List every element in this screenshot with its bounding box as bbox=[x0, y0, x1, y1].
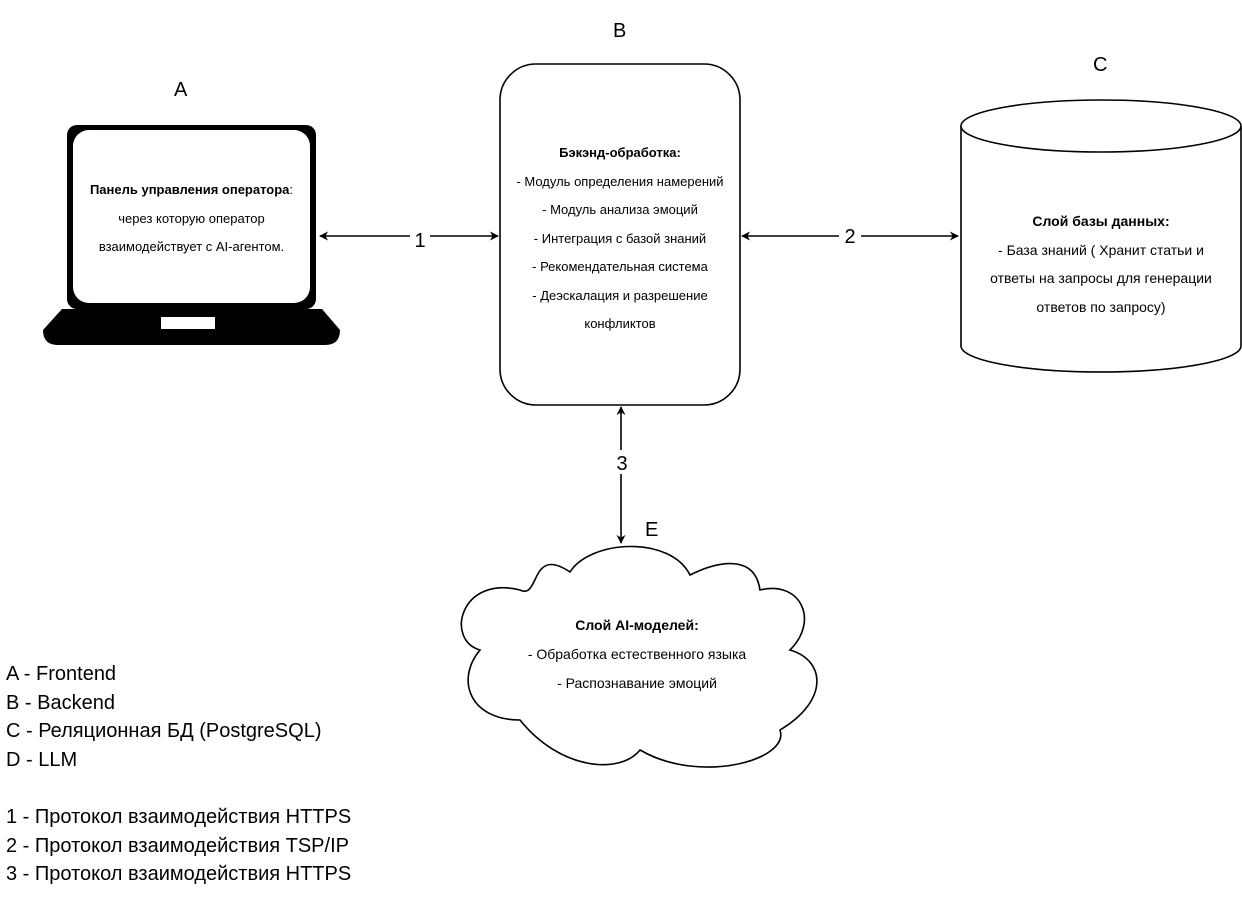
legend-item: 1 - Протокол взаимодействия HTTPS bbox=[6, 806, 352, 828]
backend-box bbox=[499, 63, 741, 406]
frontend-panel-title-suffix: : bbox=[289, 182, 294, 197]
legend-item: D - LLM bbox=[6, 748, 78, 771]
database-line: ответы на запросы для генерации bbox=[990, 270, 1212, 286]
backend-line: - Интеграция с базой знаний bbox=[533, 230, 707, 246]
ai-models-line: - Распознавание эмоций bbox=[557, 675, 717, 691]
node-letter-e: E bbox=[645, 519, 659, 541]
node-letter-b: B bbox=[613, 20, 627, 42]
node-letter-c: C bbox=[1093, 54, 1108, 76]
database-line: - База знаний ( Хранит статьи и bbox=[998, 241, 1204, 258]
edge-label-1: 1 bbox=[414, 230, 425, 252]
ai-models-title: Слой AI-моделей: bbox=[575, 617, 699, 633]
legend-item: B - Backend bbox=[6, 691, 115, 714]
node-letter-a: A bbox=[174, 79, 188, 101]
backend-title: Бэкэнд-обработка: bbox=[559, 145, 681, 160]
backend-line: - Модуль определения намерений bbox=[516, 173, 724, 189]
legend-protocols: 1 - Протокол взаимодействия HTTPS 2 - Пр… bbox=[6, 803, 351, 889]
database-title: Слой базы данных: bbox=[1032, 213, 1170, 229]
database-line: ответов по запросу) bbox=[1036, 298, 1166, 315]
legend-item: C - Реляционная БД (PostgreSQL) bbox=[6, 720, 322, 743]
edge-label-bg-2 bbox=[839, 225, 861, 249]
laptop-icon bbox=[43, 125, 340, 345]
frontend-panel-line: взаимодействует с AI-агентом. bbox=[98, 239, 285, 254]
backend-line: - Деэскалация и разрешение bbox=[532, 287, 708, 303]
edge-label-bg-1 bbox=[410, 225, 430, 249]
frontend-panel-title: Панель управления оператора bbox=[89, 182, 290, 197]
ai-models-cloud bbox=[460, 545, 818, 768]
edge-label-3: 3 bbox=[616, 453, 627, 475]
legend-item: 2 - Протокол взаимодействия TSP/IP bbox=[6, 834, 349, 857]
backend-text: Бэкэнд-обработка: - Модуль определения н… bbox=[500, 139, 740, 339]
legend-item: 3 - Протокол взаимодействия HTTPS bbox=[6, 863, 352, 886]
ai-models-line: - Обработка естественного языка bbox=[527, 646, 747, 662]
ai-models-text: Слой AI-моделей: - Обработка естественно… bbox=[487, 611, 787, 698]
edge-label-bg-3 bbox=[611, 450, 633, 474]
frontend-panel-text: Панель управления оператора: через котор… bbox=[73, 176, 310, 262]
database-text: Слой базы данных: - База знаний ( Хранит… bbox=[961, 207, 1241, 321]
legend-item: A - Frontend bbox=[6, 663, 117, 685]
edge-label-2: 2 bbox=[844, 226, 855, 248]
frontend-panel-line: через которую оператор bbox=[118, 210, 265, 226]
backend-line: - Модуль анализа эмоций bbox=[542, 202, 698, 217]
backend-line: конфликтов bbox=[584, 316, 656, 331]
backend-line: - Рекомендательная система bbox=[532, 259, 708, 274]
database-cylinder bbox=[960, 99, 1242, 373]
legend-components: A - Frontend B - Backend C - Реляционная… bbox=[6, 660, 321, 774]
